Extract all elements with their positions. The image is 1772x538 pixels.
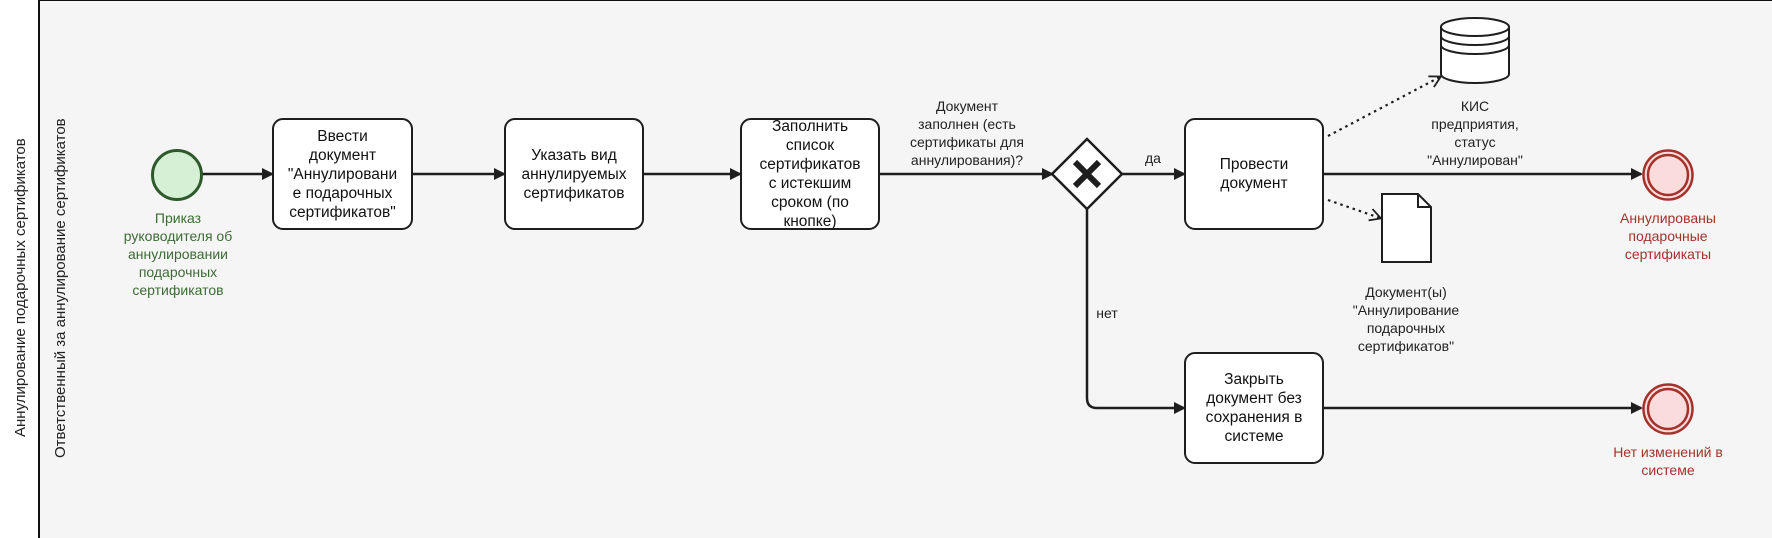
gateway-no-label: нет	[1096, 305, 1118, 321]
flow-gateway-no	[1085, 209, 1186, 414]
association-to-document	[1327, 198, 1383, 222]
start-event-label: Приказ руководителя об аннулировании под…	[123, 210, 233, 298]
end-event-certificates-annulled[interactable]	[1641, 148, 1695, 202]
pool-header	[0, 0, 40, 538]
end-event-annulled-label: Аннулированы подарочные сертификаты	[1620, 210, 1716, 262]
task-specify-certificate-type[interactable]: Указать вид аннулируемых сертификатов	[504, 118, 644, 230]
data-store-label: КИС предприятия, статус "Аннулирован"	[1427, 98, 1523, 168]
end-event-no-changes-label: Нет изменений в системе	[1613, 444, 1723, 478]
task-close-without-saving[interactable]: Закрыть документ без сохранения в систем…	[1184, 352, 1324, 464]
task-post-document[interactable]: Провести документ	[1184, 118, 1324, 230]
start-event[interactable]	[150, 148, 204, 202]
task-fill-certificate-list[interactable]: Заполнить список сертификатов с истекшим…	[740, 118, 880, 230]
gateway-yes-label: да	[1145, 150, 1161, 166]
exclusive-gateway[interactable]	[1050, 137, 1124, 211]
document-icon	[1381, 193, 1432, 263]
pool-top-border	[40, 0, 1772, 1]
data-store-icon	[1440, 17, 1510, 84]
association-to-datastore	[1327, 75, 1443, 137]
end-event-no-changes[interactable]	[1641, 382, 1695, 436]
task-enter-document[interactable]: Ввести документ "Аннулировани е подарочн…	[272, 118, 413, 230]
gateway-question-label: Документ заполнен (есть сертификаты для …	[909, 98, 1025, 168]
document-artifact-label: Документ(ы) "Аннулирование подарочных се…	[1352, 284, 1460, 354]
x-icon	[1072, 159, 1102, 189]
